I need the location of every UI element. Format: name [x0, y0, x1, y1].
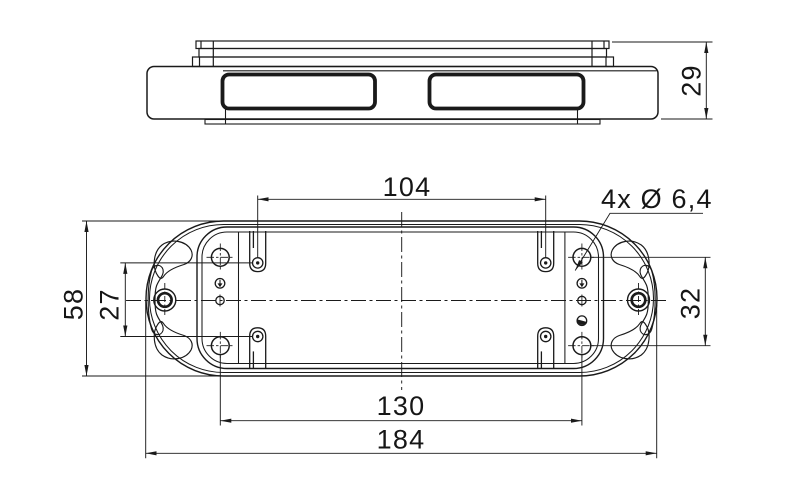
dimension-27: 27 [95, 262, 252, 337]
dim-label-130: 130 [377, 391, 426, 421]
dimension-height-29: 29 [612, 41, 713, 120]
housing-body-profile [146, 65, 659, 125]
vent-hole-left [214, 277, 226, 289]
retaining-tab [537, 327, 555, 370]
dim-label-104: 104 [383, 172, 432, 202]
dimension-58: 58 [59, 220, 224, 377]
molded-pockets [147, 240, 193, 360]
end-cap-left [147, 240, 193, 360]
dim-label-184: 184 [377, 425, 426, 455]
hole-callout-label: 4x Ø 6,4 [601, 184, 713, 214]
pilot-hole-left [215, 294, 225, 307]
dimension-130: 130 [219, 355, 583, 426]
mounting-hole [206, 243, 235, 272]
drain-hole-right [576, 315, 588, 327]
retaining-tab [249, 231, 267, 273]
retaining-tab [249, 327, 267, 370]
cavity-wall-outer [196, 226, 605, 370]
base-gasket-strip [204, 118, 601, 125]
lamp-recess-right [427, 72, 586, 111]
plan-view-dimensions: 104 4x Ø 6,4 58 27 32 [59, 172, 713, 459]
end-cap-right [609, 239, 657, 361]
dim-label-29: 29 [677, 64, 707, 96]
dimension-104: 104 [257, 172, 547, 258]
plan-view [126, 212, 668, 390]
lamp-recess-left [220, 72, 377, 111]
dimension-184: 184 [145, 301, 658, 459]
cavity-wall-inner [201, 231, 600, 365]
dimension-32: 32 [591, 256, 711, 347]
lens-stack [191, 40, 615, 68]
dim-label-27: 27 [95, 288, 125, 320]
dim-label-32: 32 [676, 287, 706, 319]
hole-callout: 4x Ø 6,4 [574, 184, 713, 271]
pilot-hole-right [577, 294, 587, 307]
vent-hole-right [576, 277, 588, 289]
side-elevation-view [146, 40, 659, 125]
dim-label-58: 58 [59, 288, 89, 320]
